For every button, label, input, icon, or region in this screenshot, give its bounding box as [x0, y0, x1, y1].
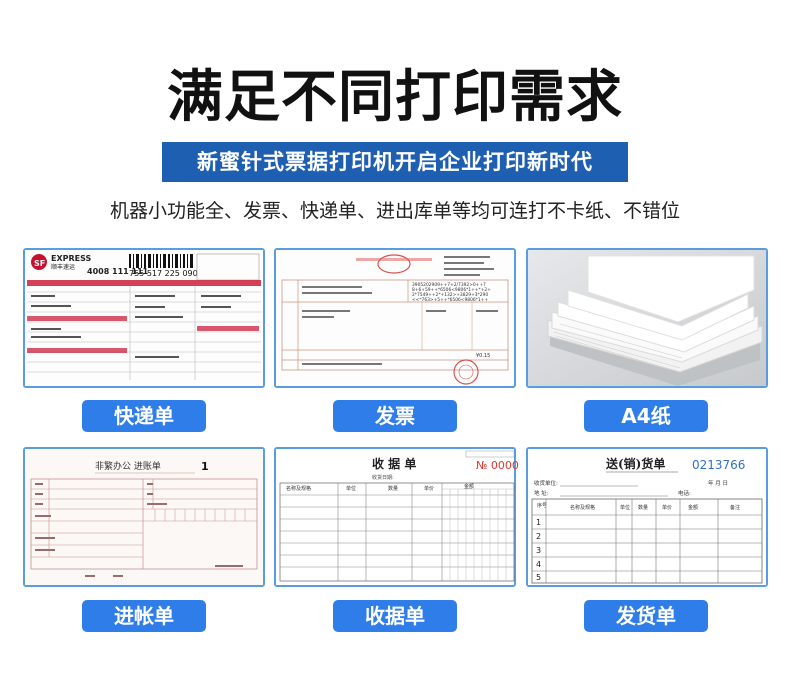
delivery-addr-label: 地 址:	[534, 489, 549, 497]
svg-text:SF: SF	[34, 259, 45, 268]
card-deposit-slip: 非繁办公 进账单 1	[23, 447, 265, 587]
sf-brand-cn: 顺丰速运	[51, 263, 75, 271]
label-receipt: 收据单	[333, 600, 457, 632]
barcode	[129, 254, 193, 268]
label-delivery-note: 发货单	[584, 600, 708, 632]
receipt-col-amount: 金额	[464, 483, 474, 490]
label-deposit-slip: 进帐单	[82, 600, 206, 632]
invoice-code-2: 8+6+59++*6506<9806*1++*+2+	[412, 287, 491, 293]
tracking-number: 755 517 225 090	[129, 269, 198, 278]
delivery-row-4: 4	[536, 560, 541, 569]
sf-brand: EXPRESS	[51, 254, 92, 263]
invoice-code-3: 2*7549++2*+132>+3829+3*290	[412, 292, 488, 298]
invoice-amount: ¥0.15	[476, 353, 490, 359]
a4-paper-stack-image	[528, 250, 766, 386]
deposit-slip-title: 非繁办公 进账单	[95, 460, 161, 472]
receipt-col-qty: 数量	[388, 485, 398, 492]
delivery-row-1: 1	[536, 518, 541, 527]
delivery-unit-label: 收货单位:	[534, 479, 558, 487]
label-express-waybill: 快递单	[82, 400, 206, 432]
invoice-seal-icon	[377, 254, 411, 274]
invoice-code-1: 3905202909++7+2/7392>0++7	[412, 282, 486, 288]
delivery-row-3: 3	[536, 546, 541, 555]
sf-logo-icon	[31, 254, 47, 270]
card-invoice: 3905202909++7+2/7392>0++7 8+6+59++*6506<…	[274, 248, 516, 388]
delivery-note-image: 送(销)货单 0213766 收货单位: 年 月 日 地 址: 电话: 序号 名…	[528, 449, 766, 585]
banner: 新蜜针式票据打印机开启企业打印新时代	[162, 142, 628, 182]
subtitle: 机器小功能全、发票、快递单、进出库单等均可连打不卡纸、不错位	[109, 200, 680, 222]
card-a4-paper	[526, 248, 768, 388]
deposit-slip-no: 1	[201, 460, 209, 473]
delivery-col-name: 名称及规格	[570, 504, 595, 511]
receipt-no: № 0000	[476, 459, 519, 472]
receipt-col-name: 名称及规格	[286, 485, 311, 492]
deposit-slip-image: 非繁办公 进账单 1	[25, 449, 263, 585]
express-waybill-image: SF EXPRESS 顺丰速运 4008 111 111 755 517 225…	[25, 250, 263, 386]
delivery-date-label: 年 月 日	[708, 479, 728, 487]
receipt-image: 收 据 单 № 0000 收货日期: 名称及规格 单位 数量 单价 金额	[276, 449, 519, 585]
receipt-date-label: 收货日期:	[372, 474, 394, 481]
delivery-col-note: 备注	[730, 504, 740, 511]
delivery-note-no: 0213766	[692, 458, 745, 472]
delivery-col-unit: 单位	[620, 504, 630, 511]
invoice-image: 3905202909++7+2/7392>0++7 8+6+59++*6506<…	[276, 250, 514, 386]
page-title: 满足不同打印需求	[167, 65, 623, 130]
receipt-col-unit: 单位	[346, 485, 356, 492]
delivery-col-price: 单价	[662, 504, 672, 511]
delivery-phone-label: 电话:	[678, 489, 691, 497]
label-a4-paper: A4纸	[584, 400, 708, 432]
card-express-waybill: SF EXPRESS 顺丰速运 4008 111 111 755 517 225…	[23, 248, 265, 388]
card-receipt: 收 据 单 № 0000 收货日期: 名称及规格 单位 数量 单价 金额	[274, 447, 519, 587]
delivery-col-qty: 数量	[638, 504, 648, 511]
invoice-stamp-icon	[453, 359, 479, 385]
card-delivery-note: 送(销)货单 0213766 收货单位: 年 月 日 地 址: 电话: 序号 名…	[526, 447, 768, 587]
delivery-col-amount: 金额	[688, 504, 698, 511]
receipt-col-price: 单价	[424, 485, 434, 492]
delivery-note-title: 送(销)货单	[605, 456, 665, 471]
delivery-col-seq: 序号	[537, 502, 547, 509]
receipt-title: 收 据 单	[372, 456, 416, 471]
sf-hotline: 4008 111 111	[87, 267, 149, 276]
delivery-row-2: 2	[536, 532, 541, 541]
label-invoice: 发票	[333, 400, 457, 432]
invoice-code-4: <<*763>+5++*6506<9806*1++	[412, 297, 488, 303]
delivery-row-5: 5	[536, 573, 541, 582]
